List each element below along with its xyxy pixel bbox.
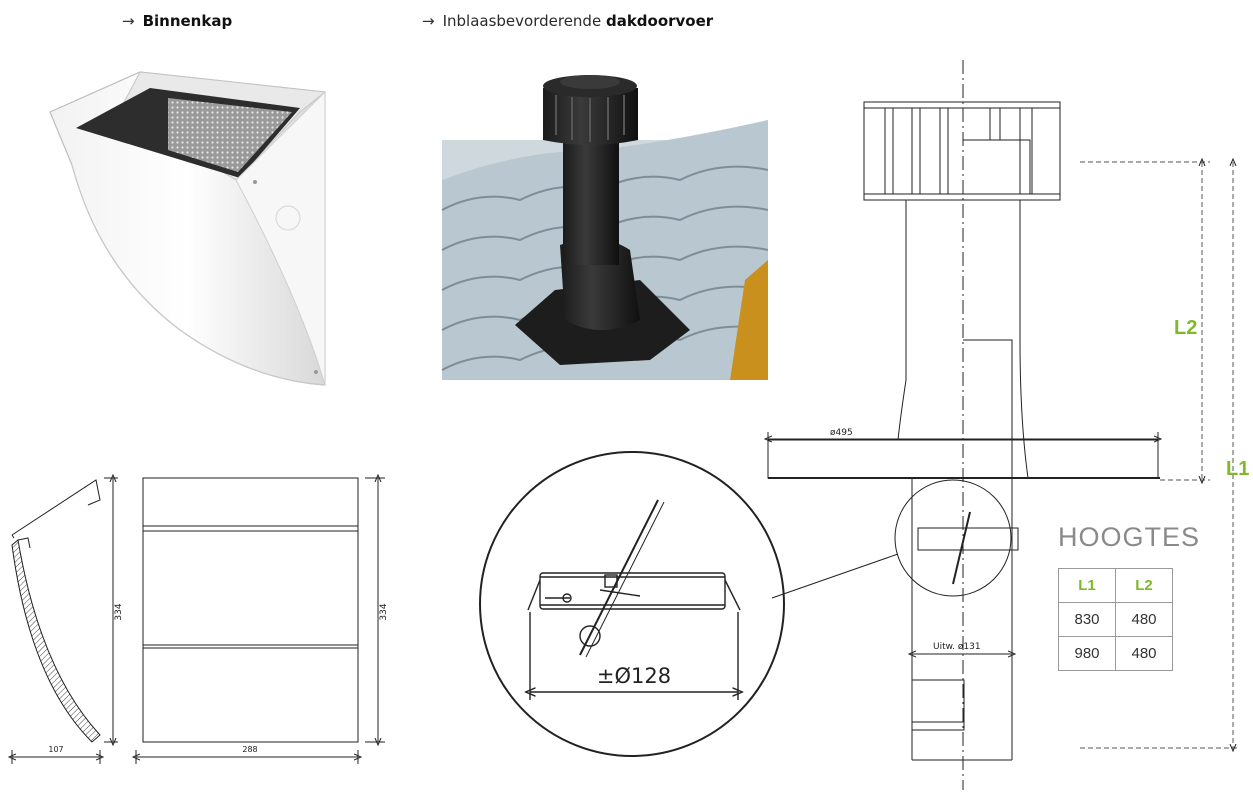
cell-l1: 980	[1058, 636, 1116, 671]
heading-dakdoorvoer-label: dakdoorvoer	[605, 12, 714, 30]
header-l1: L1	[1058, 568, 1116, 603]
header-l2: L2	[1115, 568, 1173, 603]
binnenkap-photo	[49, 71, 327, 386]
dakdoorvoer-drawing	[768, 60, 1240, 790]
table-row: 830 480	[1058, 602, 1173, 637]
flange-diameter-label: ø495	[830, 428, 853, 438]
cell-l2: 480	[1115, 602, 1173, 637]
valve-diameter-label: ±Ø128	[597, 664, 671, 688]
hoogtes-title: HOOGTES	[1058, 522, 1201, 552]
l1-label: L1	[1226, 458, 1249, 480]
table-row: 980 480	[1058, 636, 1173, 671]
heading-binnenkap: → Binnenkap	[122, 12, 232, 30]
side-width-label: 107	[48, 745, 63, 754]
table-header-row: L1 L2	[1058, 568, 1173, 603]
inner-diameter-label: Uitw. ø131	[933, 642, 981, 652]
hoogtes-table: L1 L2 830 480 980 480	[1058, 568, 1173, 671]
valve-detail	[479, 451, 785, 757]
binnenkap-front-view	[136, 478, 385, 764]
l2-label: L2	[1174, 317, 1197, 339]
heading-binnenkap-label: Binnenkap	[142, 12, 233, 30]
side-height-label: 334	[114, 603, 124, 620]
cell-l1: 830	[1058, 602, 1116, 637]
front-height-label: 334	[379, 603, 389, 620]
heading-dakdoorvoer: → Inblaasbevorderende dakdoorvoer	[422, 12, 713, 30]
arrow-right-icon: →	[422, 12, 435, 30]
heading-dakdoorvoer-prefix: Inblaasbevorderende	[442, 12, 606, 30]
binnenkap-side-view	[12, 478, 118, 764]
front-width-label: 288	[242, 745, 257, 754]
dakdoorvoer-photo	[441, 75, 769, 380]
cell-l2: 480	[1115, 636, 1173, 671]
arrow-right-icon: →	[122, 12, 135, 30]
